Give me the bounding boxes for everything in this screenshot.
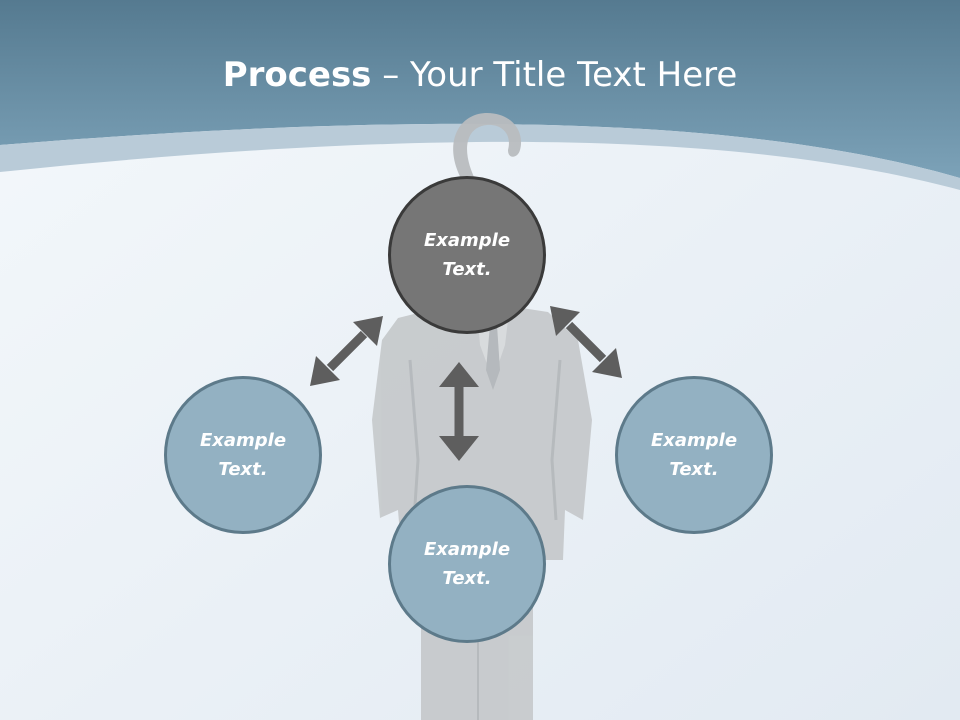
right-node-label: Example Text. [650,430,738,480]
bottom-node-label: Example Text. [423,539,511,589]
slide-title: Process – Your Title Text Here [0,52,960,98]
title-rest: – Your Title Text Here [371,55,738,95]
bottom-node: Example Text. [388,485,546,643]
right-node: Example Text. [615,376,773,534]
left-node: Example Text. [164,376,322,534]
center-node: Example Text. [388,176,546,334]
title-bold: Process [222,55,372,95]
center-node-label: Example Text. [423,230,511,280]
left-node-label: Example Text. [199,430,287,480]
